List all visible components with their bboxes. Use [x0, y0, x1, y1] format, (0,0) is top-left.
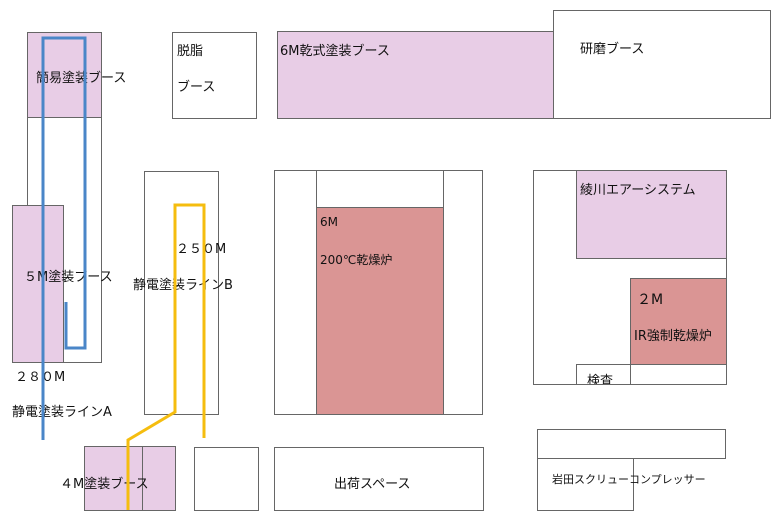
degrease-booth: [172, 32, 257, 119]
polish-booth-label: 研磨ブース: [580, 42, 645, 57]
air-system-label: 綾川エアーシステム: [580, 183, 696, 198]
booth-4m-divider: [142, 446, 143, 511]
ir-oven-label: IR強制乾燥炉: [634, 329, 712, 344]
air-system: [576, 170, 727, 259]
dry-booth-label: 6M乾式塗装ブース: [280, 44, 390, 59]
compressor-label: 岩田スクリューコンプレッサー: [552, 473, 706, 486]
oven-size: 6M: [320, 215, 338, 229]
line-a-length: ２８０M: [15, 370, 66, 385]
simple-booth-label: 簡易塗装ブース: [36, 71, 127, 86]
booth-4m: [84, 446, 176, 511]
simple-booth: [27, 32, 102, 118]
ir-size: ２M: [637, 292, 664, 308]
polish-booth: [553, 10, 771, 119]
inspection-label: 検査: [587, 374, 614, 384]
dry-booth-6m: [277, 31, 554, 119]
degrease-label-2: ブース: [177, 80, 216, 95]
line-a-label: 静電塗装ラインA: [12, 405, 112, 420]
compressor-box: [537, 458, 634, 511]
inspection: [576, 364, 631, 385]
shipping-label: 出荷スペース: [334, 477, 411, 492]
booth-4m-label: ４M塗装ブース: [60, 477, 149, 492]
oven-200c: [316, 207, 444, 415]
oven-label: 200℃乾燥炉: [320, 253, 393, 267]
line-a-path: [41, 36, 87, 440]
small-area: [194, 447, 259, 511]
line-b-length: ２５０M: [176, 242, 227, 257]
booth-5m-label: ５M塗装ブース: [24, 270, 113, 285]
line-b-enclosure: [144, 171, 219, 415]
line-b-label: 静電塗装ラインB: [133, 278, 233, 293]
compressor-top: [537, 429, 726, 459]
shipping-space: [274, 447, 484, 511]
line-b-path: [126, 203, 206, 510]
ir-oven: [630, 278, 727, 365]
oven-entrance: [316, 170, 444, 208]
booth-5m: [12, 205, 64, 363]
degrease-label-1: 脱脂: [177, 44, 204, 59]
